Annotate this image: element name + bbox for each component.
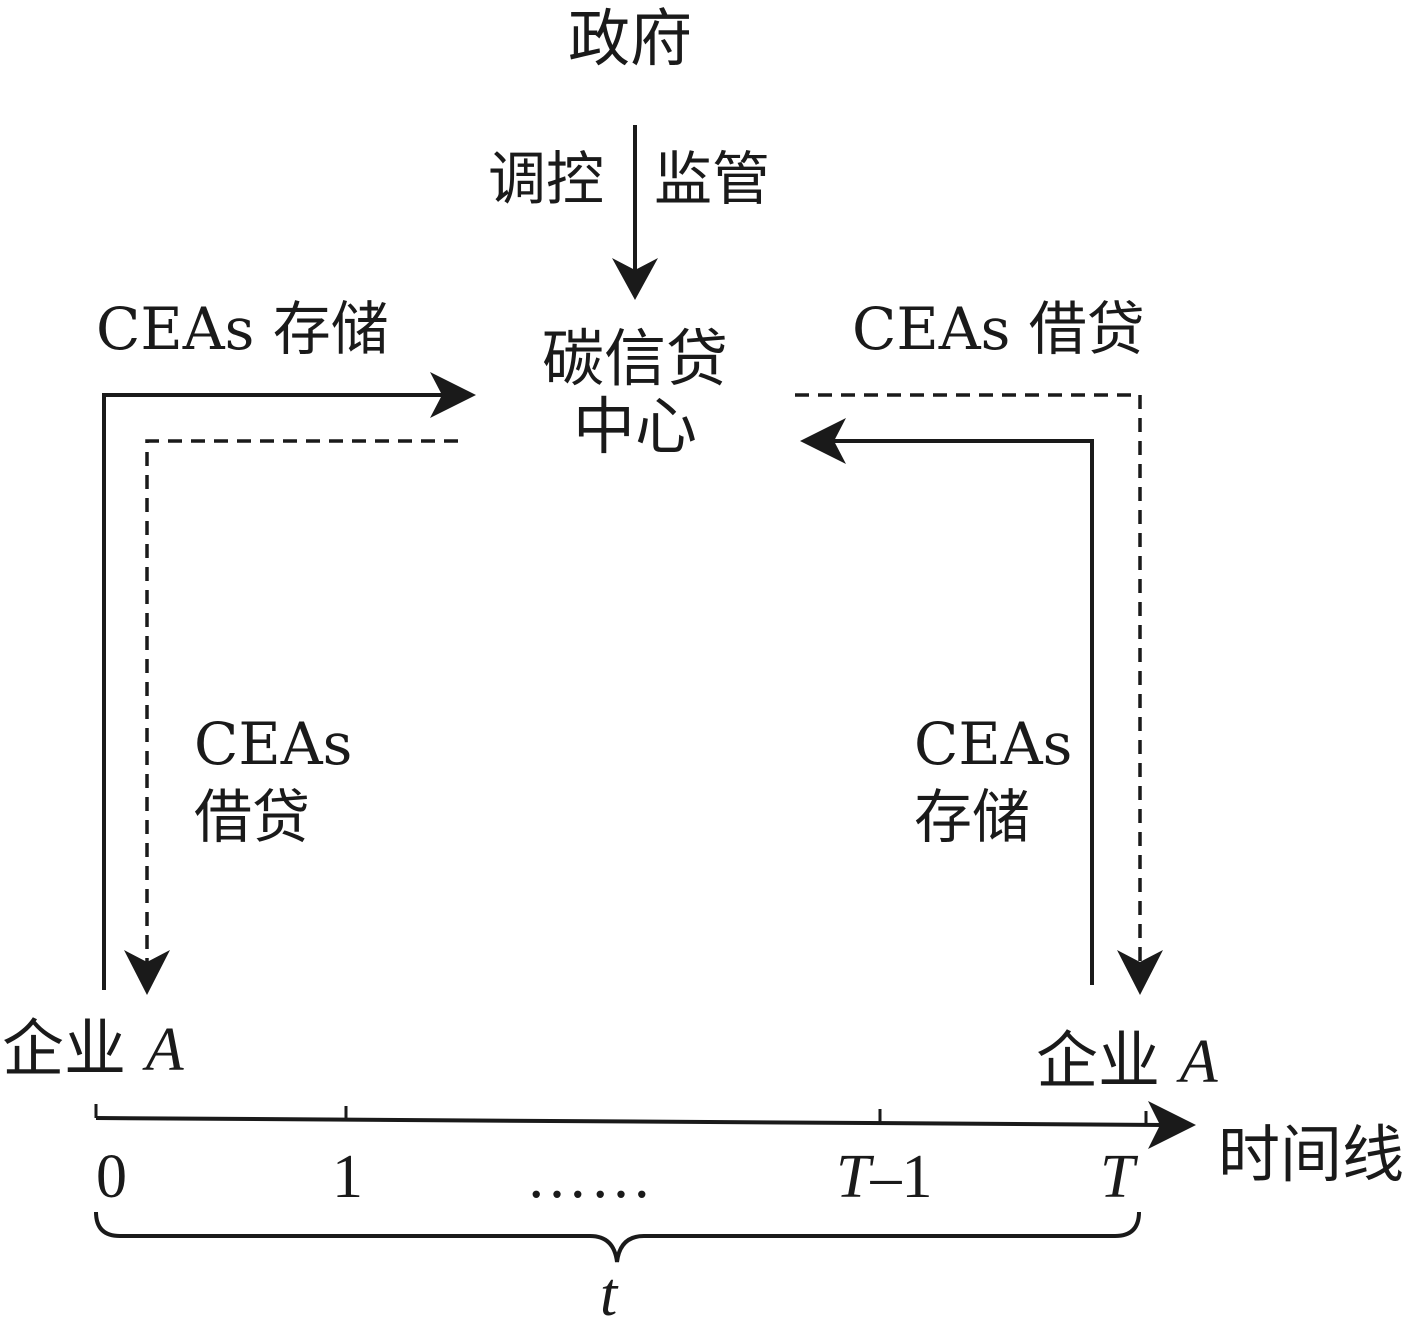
top-right-loan-label: CEAs 借贷 [852,295,1145,363]
enterprise-right-node: 企业 A [1036,1028,1218,1096]
enterprise-left-var: A [145,1016,184,1084]
brace-label-t: t [600,1261,618,1329]
tick-label-t: T [1100,1143,1135,1211]
top-left-storage-label: CEAs 存储 [96,295,389,363]
carbon-center-line1: 碳信贷 [541,322,728,395]
timeline-axis-label: 时间线 [1218,1118,1405,1191]
right-loan-arrowhead [1117,950,1163,995]
tick-label-t-minus-1-rest: –1 [870,1143,933,1211]
right-loan-path [795,393,1142,965]
government-node: 政府 [568,2,693,75]
timeline-brace [94,1211,1141,1263]
enterprise-left-node: 企业 A [2,1016,184,1084]
left-mid-loan-label: CEAs 借贷 [194,708,352,853]
timeline-arrowhead [1148,1101,1196,1149]
regulate-label: 调控 [488,145,605,213]
tick-label-dots: …… [526,1143,654,1211]
tick-label-t-minus-1: T–1 [836,1146,932,1208]
right-mid-storage-label: CEAs 存储 [914,708,1072,853]
tick-label-t-minus-1-var: T [836,1143,871,1211]
timeline-axis [95,1116,1169,1127]
carbon-center-node: 碳信贷 中心 [520,328,750,458]
tick-label-0: 0 [96,1143,127,1211]
left-loan-arrowhead [124,950,170,995]
left-storage-path [102,393,452,990]
right-storage-path [826,439,1094,985]
enterprise-right-prefix: 企业 [1036,1024,1161,1097]
left-loan-path [145,439,458,965]
right-mid-line1: CEAs [914,710,1073,778]
enterprise-left-prefix: 企业 [2,1012,127,1085]
left-mid-line2: 借贷 [194,782,311,851]
right-storage-arrowhead [800,418,846,464]
carbon-center-line2: 中心 [572,390,697,463]
left-storage-arrowhead [430,372,476,418]
tick-label-1: 1 [332,1143,363,1211]
supervise-label: 监管 [654,145,771,213]
enterprise-right-var: A [1179,1028,1218,1096]
right-mid-line2: 存储 [914,782,1031,851]
left-mid-line1: CEAs [194,710,353,778]
gov-to-center-arrowhead [612,258,658,300]
